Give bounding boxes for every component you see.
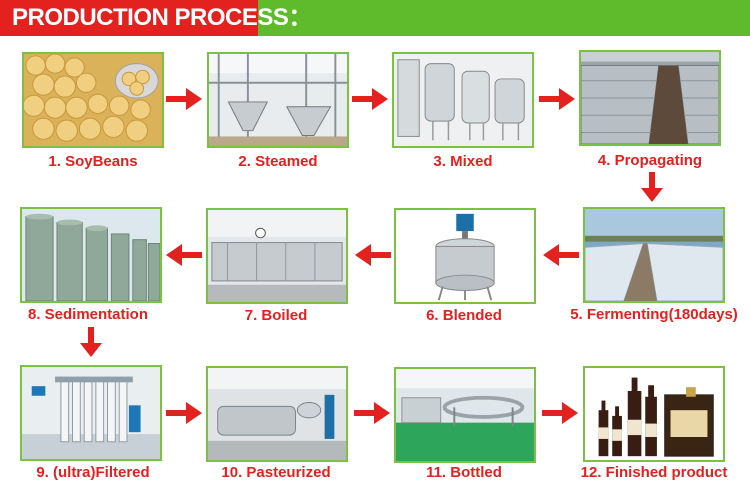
arrow-left-icon — [543, 244, 579, 266]
step-7-label: 7. Boiled — [244, 307, 308, 324]
arrow-down-icon — [80, 327, 102, 357]
step-4-image — [579, 50, 721, 146]
arrow-right-icon — [166, 88, 202, 110]
step-10-image — [206, 366, 348, 462]
arrow-right-icon — [539, 88, 575, 110]
step-6-image — [394, 208, 536, 304]
arrow-right-icon — [542, 402, 578, 424]
step-4-label: 4. Propagating — [597, 152, 703, 169]
arrow-right-icon — [352, 88, 388, 110]
page-title: PRODUCTION PROCESS： — [12, 4, 312, 31]
step-12-label: 12. Finished product — [580, 464, 728, 481]
arrow-right-icon — [166, 402, 202, 424]
step-8-image — [20, 207, 162, 303]
step-8-label: 8. Sedimentation — [27, 306, 149, 323]
step-1-image — [22, 52, 164, 148]
header-red-block — [0, 0, 258, 36]
step-2-label: 2. Steamed — [238, 153, 318, 170]
step-7-image — [206, 208, 348, 304]
arrow-down-icon — [641, 172, 663, 202]
step-11-image — [394, 367, 536, 463]
step-9-image — [20, 365, 162, 461]
step-10-label: 10. Pasteurized — [221, 464, 331, 481]
step-5-image — [583, 207, 725, 303]
arrow-left-icon — [166, 244, 202, 266]
step-3-label: 3. Mixed — [433, 153, 493, 170]
step-6-label: 6. Blended — [426, 307, 502, 324]
step-11-label: 11. Bottled — [426, 464, 502, 481]
step-5-label: 5. Fermenting(180days) — [570, 306, 738, 323]
arrow-right-icon — [354, 402, 390, 424]
step-3-image — [392, 52, 534, 148]
step-9-label: 9. (ultra)Filtered — [36, 464, 150, 481]
step-12-image — [583, 366, 725, 462]
step-1-label: 1. SoyBeans — [48, 153, 138, 170]
header-green-bar — [258, 0, 750, 36]
arrow-left-icon — [355, 244, 391, 266]
header-banner: PRODUCTION PROCESS： — [0, 0, 750, 36]
step-2-image — [207, 52, 349, 148]
